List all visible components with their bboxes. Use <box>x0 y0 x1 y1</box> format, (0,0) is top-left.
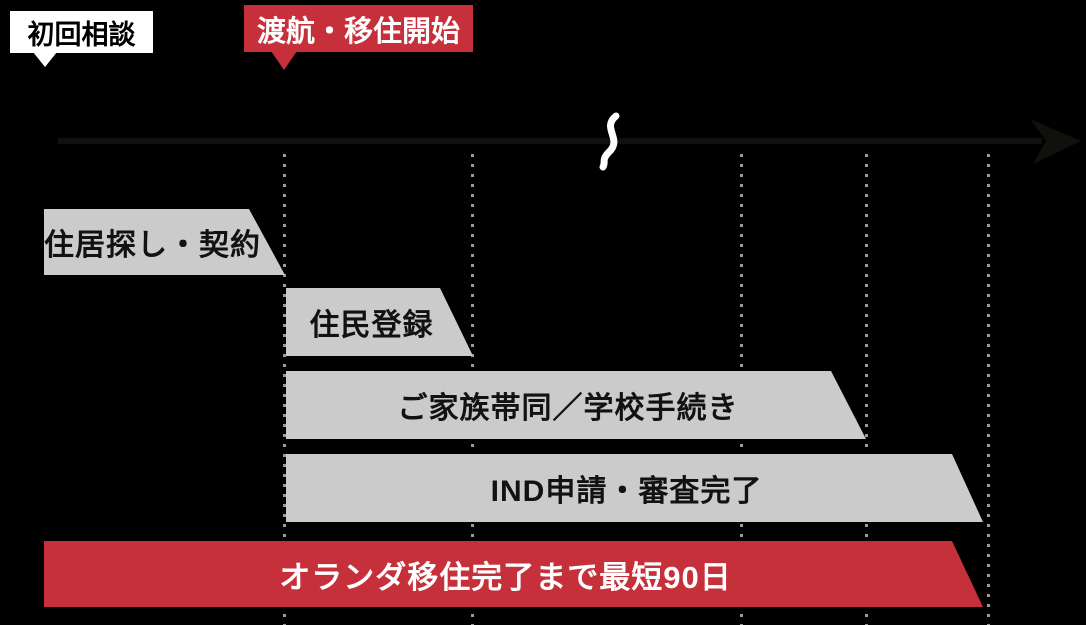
task-bar-housing: 住居探し・契約 <box>44 209 285 275</box>
callout-initial-consultation-label: 初回相談 <box>27 19 136 50</box>
callout-initial-consultation: 初回相談 <box>10 11 153 53</box>
gridline-4 <box>865 154 868 625</box>
task-bar-resident-registration-label: 住民登録 <box>309 309 434 342</box>
callout-pointer-initial-consultation <box>33 52 57 67</box>
callout-migration-start: 渡航・移住開始 <box>244 5 473 52</box>
callout-migration-start-label: 渡航・移住開始 <box>256 15 460 48</box>
task-bar-ind-application: IND申請・審査完了 <box>286 454 983 522</box>
task-bar-ind-application-label: IND申請・審査完了 <box>490 475 763 508</box>
task-bar-resident-registration: 住民登録 <box>286 288 473 356</box>
task-bar-family-school-label: ご家族帯同／学校手続き <box>397 392 739 425</box>
arrowhead-icon <box>1030 119 1081 164</box>
timeline-break-squiggle-icon <box>599 112 620 171</box>
summary-bar-90days: オランダ移住完了まで最短90日 <box>44 541 983 607</box>
task-bar-housing-label: 住居探し・契約 <box>44 229 261 262</box>
task-bar-family-school: ご家族帯同／学校手続き <box>286 371 866 439</box>
gridline-1 <box>283 154 286 625</box>
gridline-5 <box>987 154 990 625</box>
summary-bar-90days-label: オランダ移住完了まで最短90日 <box>279 559 732 595</box>
timeline-line <box>58 138 1042 144</box>
callout-pointer-migration-start <box>271 51 297 70</box>
